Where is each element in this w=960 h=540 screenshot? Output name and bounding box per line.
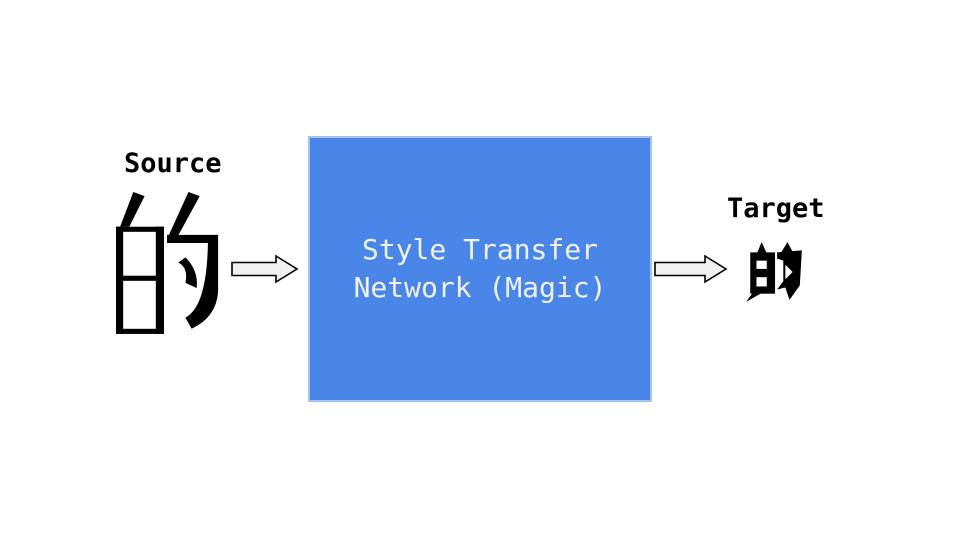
arrow-right-icon (654, 254, 728, 284)
target-label: Target (727, 193, 825, 224)
target-character-glyph (746, 242, 802, 302)
source-character-glyph (116, 192, 219, 334)
source-label: Source (124, 148, 222, 179)
network-box-line2: Network (Magic) (353, 271, 607, 304)
network-box-line1: Style Transfer (361, 233, 598, 266)
source-character-text: 的 (0, 0, 1, 1)
arrow-right-icon (231, 254, 299, 284)
style-transfer-network-box: Style Transfer Network (Magic) (308, 136, 652, 402)
target-glyph-strokes (746, 242, 802, 302)
source-glyph-strokes (116, 192, 219, 334)
arrow-shape (654, 254, 728, 284)
target-character-text: 的 (0, 0, 1, 1)
arrow-shape (231, 254, 299, 284)
